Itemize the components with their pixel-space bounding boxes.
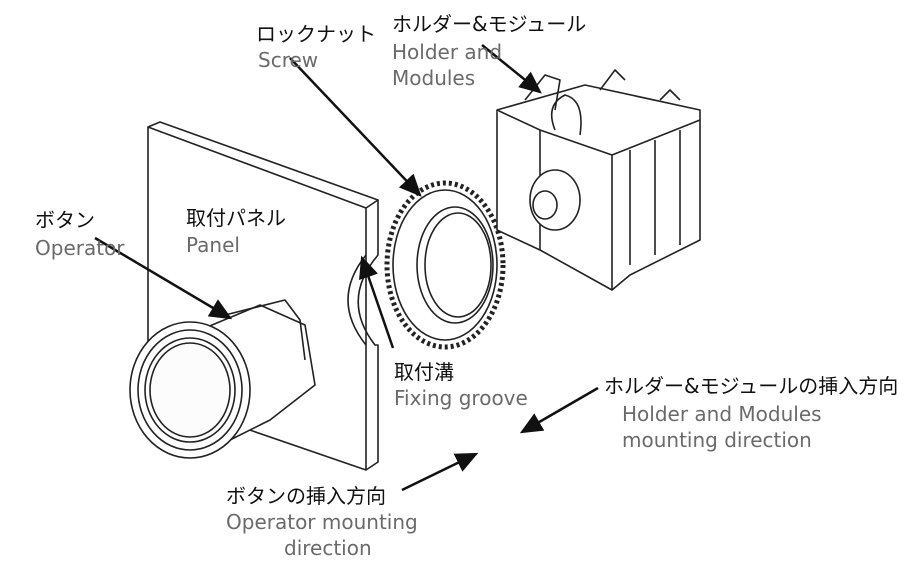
operator-direction-label-en-1: Operator mounting: [226, 510, 418, 534]
groove-label-en: Fixing groove: [394, 386, 528, 410]
holder-and-modules: [496, 69, 701, 291]
holder-label-en-2: Modules: [392, 66, 476, 90]
operator-label-en: Operator: [35, 236, 125, 260]
lock-nut-ring: [384, 180, 506, 350]
holder-direction-arrow: [519, 386, 599, 434]
holder-direction-label-jp: ホルダー&モジュールの挿入方向: [604, 374, 899, 398]
holder-label-jp: ホルダー&モジュール: [392, 12, 587, 36]
panel-label-jp: 取付パネル: [186, 206, 286, 230]
screw-label-en: Screw: [258, 48, 319, 72]
operator-label-jp: ボタン: [35, 208, 95, 232]
operator-button: [129, 299, 316, 459]
holder-label-en-1: Holder and: [392, 40, 503, 64]
operator-direction-arrow: [401, 452, 479, 492]
panel-label-en: Panel: [186, 233, 240, 257]
operator-direction-label-jp: ボタンの挿入方向: [226, 484, 386, 508]
screw-label-jp: ロックナット: [256, 22, 376, 46]
holder-direction-label-en-2: mounting direction: [622, 428, 812, 452]
screw-leader: [289, 57, 422, 197]
operator-direction-label-en-2: direction: [284, 536, 372, 560]
holder-leader: [481, 44, 542, 94]
groove-leader: [359, 255, 395, 349]
groove-label-jp: 取付溝: [394, 360, 454, 384]
operator-leader: [94, 236, 233, 320]
holder-direction-label-en-1: Holder and Modules: [622, 402, 822, 426]
